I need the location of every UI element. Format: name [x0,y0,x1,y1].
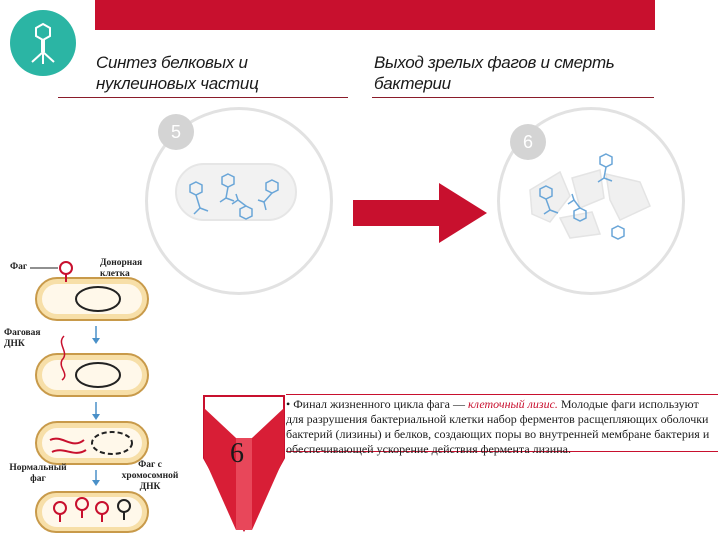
header-bar [95,0,655,30]
phage-icon [31,22,55,64]
lysed-bacterium [529,153,651,240]
right-title-underline [372,97,654,98]
logo [10,10,76,76]
step-6-number: 6 [510,124,546,160]
label-normal-phage: Нормальный фаг [9,463,67,484]
description-term: клеточный лизис. [467,397,558,411]
step-marker-number: 6 [230,438,244,469]
description-intro: Финал жизненного цикла фага — [293,397,465,411]
left-title-underline [58,97,348,98]
phage-lifecycle-diagram [30,261,149,533]
left-title: Синтез белковых и нуклеиновых частиц [96,53,259,93]
label-phage-dna: Фаговая ДНК [4,328,41,349]
label-phage: Фаг [10,262,28,272]
step-5-number: 5 [158,114,194,150]
label-chromosomal-phage: Фаг с хромосомной ДНК [121,460,179,492]
right-title: Выход зрелых фагов и смерть бактерии [374,53,615,93]
bacterium-with-phages [175,163,297,221]
description-body: Молодые фаги используют для разрушения б… [286,397,710,456]
step-marker-shape [203,395,285,532]
description: • Финал жизненного цикла фага — клеточны… [286,397,718,457]
description-frame [286,394,718,452]
right-arrow-icon [353,183,487,243]
description-bullet: • [286,397,291,411]
label-donor-cell: Донорная клетка [100,258,143,279]
